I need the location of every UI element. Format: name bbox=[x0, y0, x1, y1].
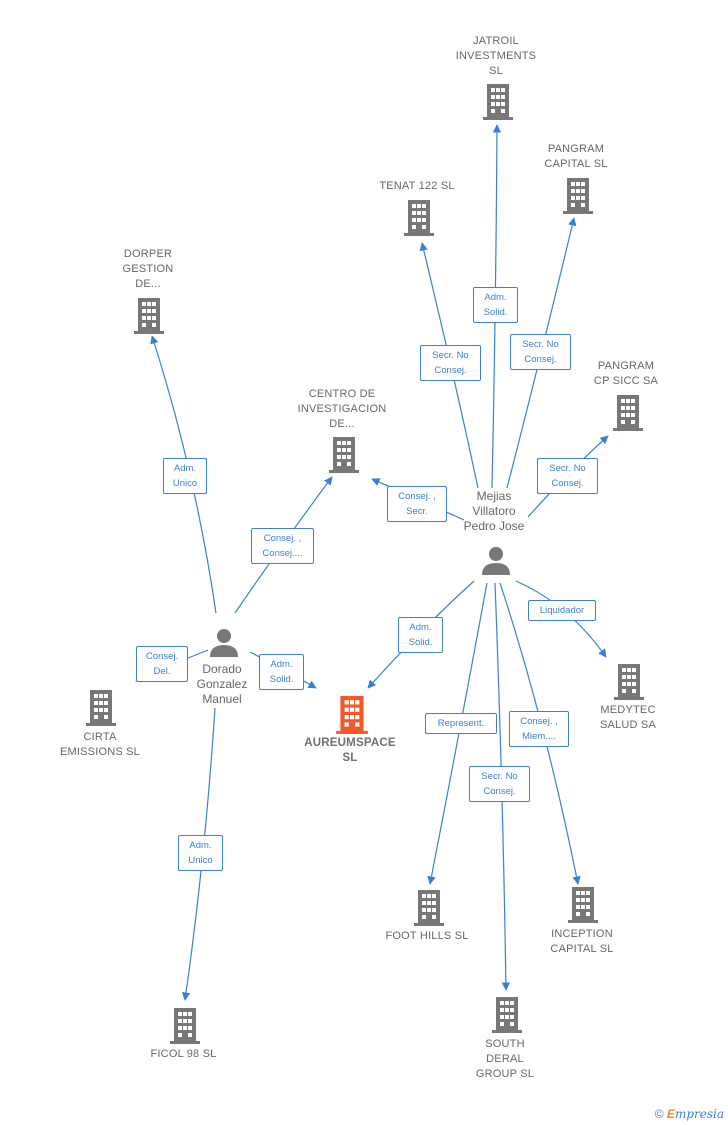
building-icon bbox=[563, 178, 593, 214]
building-icon bbox=[86, 690, 116, 726]
building-icon bbox=[329, 437, 359, 473]
building-icon bbox=[404, 200, 434, 236]
building-icon bbox=[492, 997, 522, 1033]
person-icon bbox=[210, 629, 238, 657]
relation-label: Consej. ,Secr. bbox=[387, 486, 447, 522]
relation-label: Liquidador bbox=[528, 600, 596, 621]
building-icon bbox=[134, 298, 164, 334]
relation-label: Adm.Solid. bbox=[473, 287, 518, 323]
relation-label: Adm.Unico bbox=[178, 835, 223, 871]
relation-label: Adm.Solid. bbox=[398, 617, 443, 653]
relation-label: Represent. bbox=[425, 713, 497, 734]
relation-label: Consej. ,Miem.... bbox=[509, 711, 569, 747]
relation-label: Adm.Unico bbox=[163, 458, 207, 494]
relation-label: Consej. ,Consej.... bbox=[251, 528, 314, 564]
company-tenat-label[interactable]: TENAT 122 SL bbox=[379, 180, 455, 192]
company-foot-hills-label[interactable]: FOOT HILLS SL bbox=[385, 930, 469, 942]
company-ficol-label[interactable]: FICOL 98 SL bbox=[150, 1048, 217, 1060]
person-icon bbox=[482, 547, 510, 575]
building-icon bbox=[568, 887, 598, 923]
building-icon bbox=[414, 890, 444, 926]
focus-building-icon bbox=[336, 696, 368, 734]
relation-label: Consej.Del. bbox=[136, 646, 188, 682]
relation-label: Adm.Solid. bbox=[259, 654, 304, 690]
empresia-logo: © Empresia bbox=[654, 1107, 724, 1121]
building-icon bbox=[614, 664, 644, 700]
building-icon bbox=[483, 84, 513, 120]
building-icon bbox=[170, 1008, 200, 1044]
building-icon bbox=[613, 395, 643, 431]
